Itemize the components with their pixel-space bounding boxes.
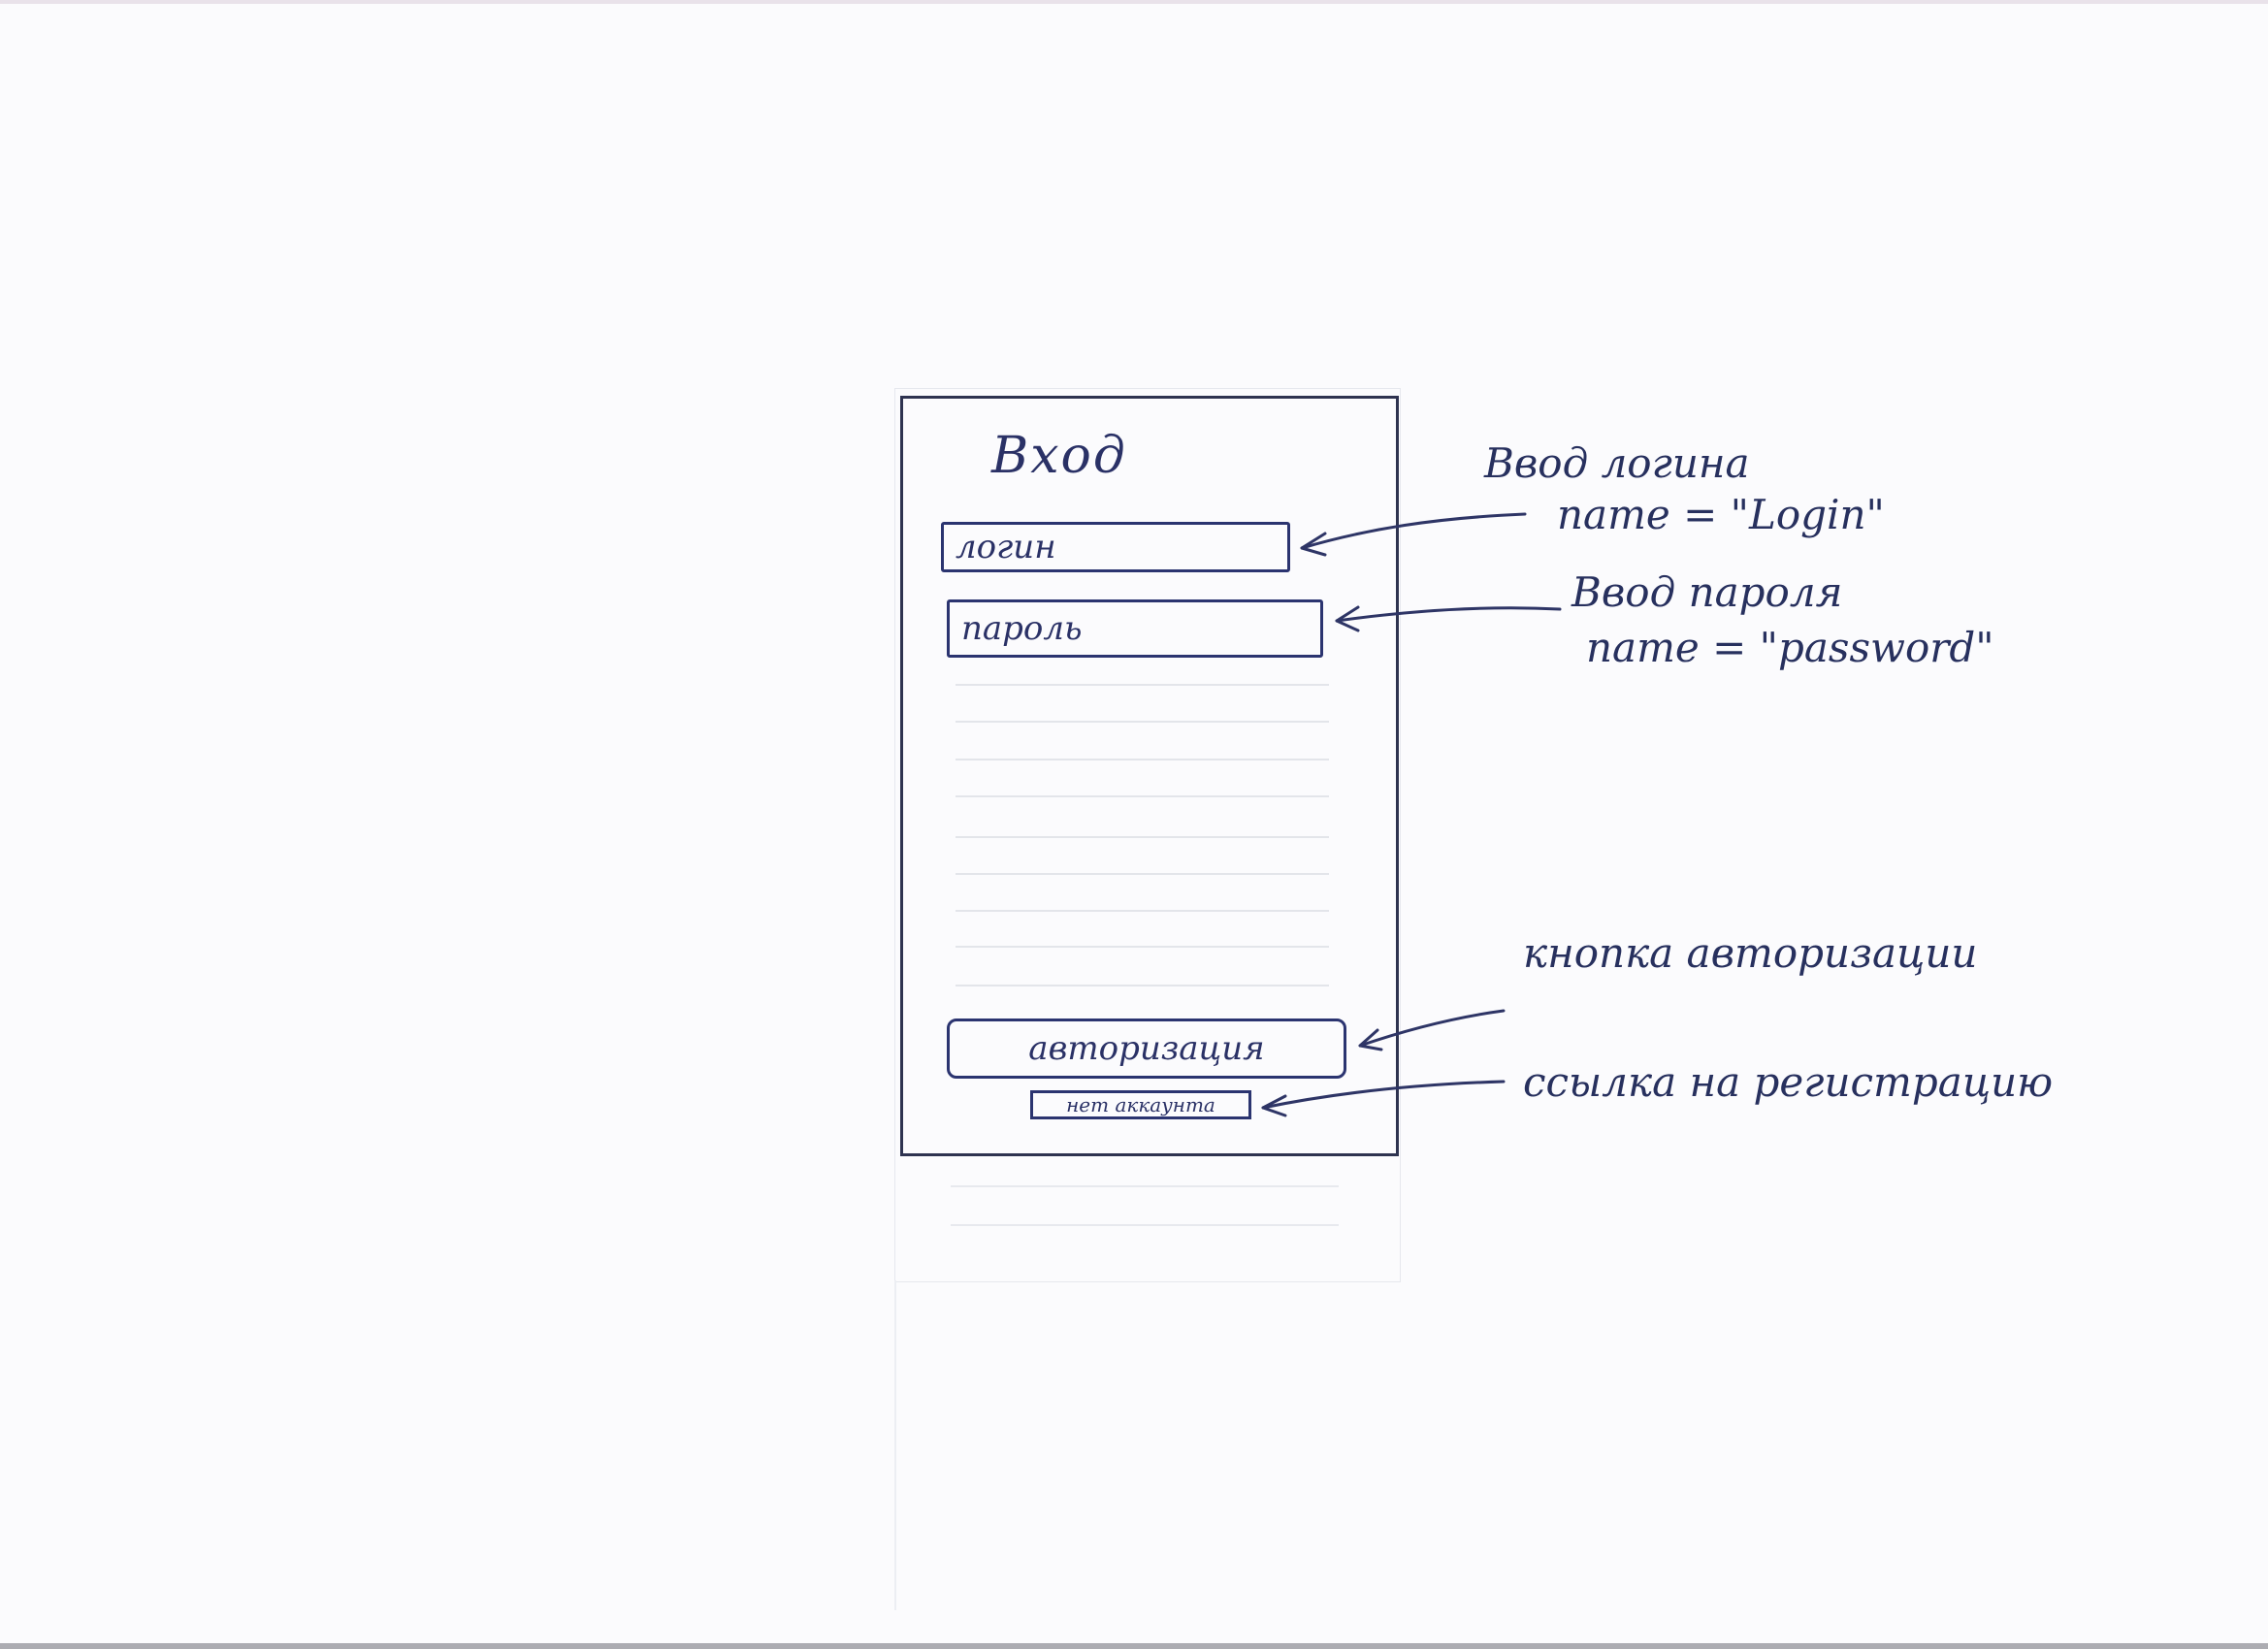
ruled-line xyxy=(956,759,1329,760)
login-note-title: Ввод логина xyxy=(1484,439,1750,487)
register-note: ссылка на регистрацию xyxy=(1523,1058,2054,1106)
phone-frame xyxy=(900,396,1399,1156)
password-note-title: Ввод пароля xyxy=(1571,568,1843,616)
ruled-line xyxy=(956,946,1329,948)
ruled-line xyxy=(956,873,1329,875)
password-note-name: name = "password" xyxy=(1586,624,1994,671)
ghost-frame xyxy=(894,388,1401,1282)
ruled-line xyxy=(956,795,1329,797)
auth-button[interactable]: авторизация xyxy=(947,1018,1346,1079)
ghost-divider xyxy=(894,1280,896,1610)
register-link[interactable]: нет аккаунта xyxy=(1030,1090,1251,1119)
ruled-line xyxy=(956,910,1329,912)
login-input[interactable]: логин xyxy=(941,522,1290,572)
ruled-line xyxy=(956,684,1329,686)
ruled-line xyxy=(956,721,1329,723)
auth-note: кнопка авторизации xyxy=(1523,929,1978,977)
screen-title: Вход xyxy=(991,427,1127,485)
password-input[interactable]: пароль xyxy=(947,599,1323,658)
paper-top-edge xyxy=(0,0,2268,4)
ruled-line xyxy=(956,836,1329,838)
ruled-line xyxy=(956,985,1329,986)
login-note-name: name = "Login" xyxy=(1557,491,1885,538)
ghost-line xyxy=(951,1185,1339,1187)
paper-bottom-stain xyxy=(0,1643,2268,1649)
ghost-line xyxy=(951,1224,1339,1226)
